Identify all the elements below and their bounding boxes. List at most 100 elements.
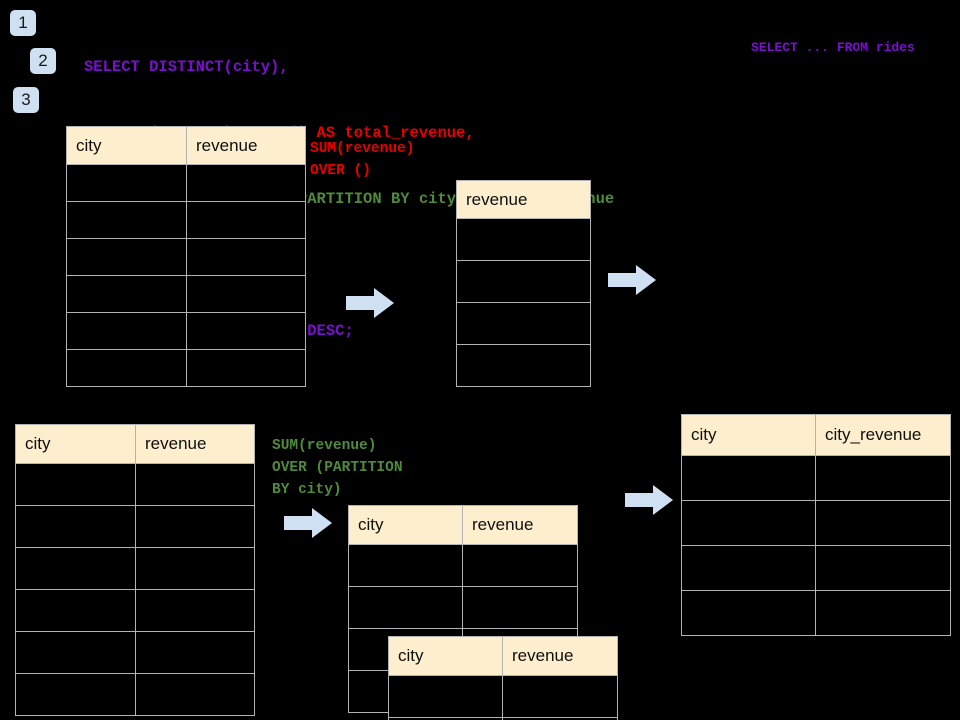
cell-city-revenue (815, 500, 951, 546)
table-row (15, 547, 255, 590)
table-row (348, 586, 578, 629)
sql-line-select: SELECT DISTINCT(city), (84, 58, 289, 76)
step-badge-1: 1 (10, 10, 36, 36)
cell-city (15, 673, 136, 716)
cell-revenue (186, 164, 306, 202)
arrow-top-left (346, 288, 394, 323)
table-row (66, 275, 306, 313)
table-row (15, 505, 255, 548)
arrow-bottom-left (284, 508, 332, 543)
cell-revenue (502, 675, 618, 718)
table-row (388, 675, 618, 718)
table-row (66, 349, 306, 387)
table-row (681, 455, 951, 501)
table-header-row: revenue (456, 180, 591, 219)
table-row (388, 717, 618, 720)
cell-city (66, 238, 187, 276)
cell-city (66, 349, 187, 387)
cell-revenue (456, 260, 591, 303)
table-row (681, 590, 951, 636)
cell-city (681, 500, 816, 546)
table-row (66, 238, 306, 276)
column-header-revenue: revenue (462, 505, 578, 545)
total-revenue-table: revenue (456, 180, 591, 387)
table-header-row: city revenue (348, 505, 578, 545)
table-row (456, 302, 591, 345)
cell-city (66, 201, 187, 239)
source-table-top: city revenue (66, 126, 306, 387)
cell-city-revenue (815, 590, 951, 636)
table-row (456, 218, 591, 261)
cell-revenue (186, 349, 306, 387)
cell-city (15, 463, 136, 506)
table-row (456, 344, 591, 387)
column-header-city: city (15, 424, 136, 464)
partition-table-front: city revenue (388, 636, 618, 720)
cell-revenue (186, 275, 306, 313)
column-header-revenue: revenue (186, 126, 306, 165)
table-row (681, 545, 951, 591)
table-header-row: city city_revenue (681, 414, 951, 456)
cell-city (15, 547, 136, 590)
cell-city (348, 544, 463, 587)
table-row (15, 463, 255, 506)
annotation-sum-over-empty: SUM(revenue) OVER () (310, 141, 415, 179)
arrow-top-right (608, 265, 656, 300)
table-row (15, 589, 255, 632)
cell-revenue (462, 544, 578, 587)
cell-city (681, 590, 816, 636)
table-row (66, 164, 306, 202)
step-badge-2: 2 (30, 48, 56, 74)
result-table: city city_revenue (681, 414, 951, 636)
column-header-city: city (66, 126, 187, 165)
cell-revenue (462, 586, 578, 629)
column-header-city: city (388, 636, 503, 676)
table-row (15, 673, 255, 716)
cell-revenue (135, 589, 255, 632)
table-row (15, 631, 255, 674)
cell-revenue (456, 302, 591, 345)
table-row (456, 260, 591, 303)
cell-revenue (135, 673, 255, 716)
table-header-row: city revenue (15, 424, 255, 464)
table-header-row: city revenue (388, 636, 618, 676)
cell-city (348, 586, 463, 629)
cell-city (66, 275, 187, 313)
cell-city (66, 312, 187, 350)
column-header-revenue: revenue (135, 424, 255, 464)
cell-revenue (456, 344, 591, 387)
cell-city (388, 675, 503, 718)
column-header-revenue: revenue (456, 180, 591, 219)
cell-revenue (456, 218, 591, 261)
table-row (348, 544, 578, 587)
cell-city (15, 505, 136, 548)
cell-revenue (135, 547, 255, 590)
column-header-city-revenue: city_revenue (815, 414, 951, 456)
cell-revenue (135, 505, 255, 548)
cell-city-revenue (815, 455, 951, 501)
cell-revenue (135, 463, 255, 506)
table-row (66, 201, 306, 239)
table-row (681, 500, 951, 546)
cell-city (15, 631, 136, 674)
cell-revenue (186, 238, 306, 276)
table-row (66, 312, 306, 350)
cell-city-revenue (815, 545, 951, 591)
cell-city (681, 455, 816, 501)
cell-city (15, 589, 136, 632)
column-header-revenue: revenue (502, 636, 618, 676)
side-note-select-from-rides: SELECT ... FROM rides (751, 40, 915, 55)
source-table-bottom: city revenue (15, 424, 255, 716)
cell-revenue (186, 312, 306, 350)
cell-revenue (135, 631, 255, 674)
cell-city (66, 164, 187, 202)
column-header-city: city (681, 414, 816, 456)
cell-revenue (186, 201, 306, 239)
table-header-row: city revenue (66, 126, 306, 165)
partition-table-back: city revenue (348, 505, 578, 713)
column-header-city: city (348, 505, 463, 545)
annotation-sum-over-partition: SUM(revenue) OVER (PARTITION BY city) (272, 438, 403, 498)
arrow-bottom-right (625, 485, 673, 520)
step-badge-3: 3 (13, 87, 39, 113)
